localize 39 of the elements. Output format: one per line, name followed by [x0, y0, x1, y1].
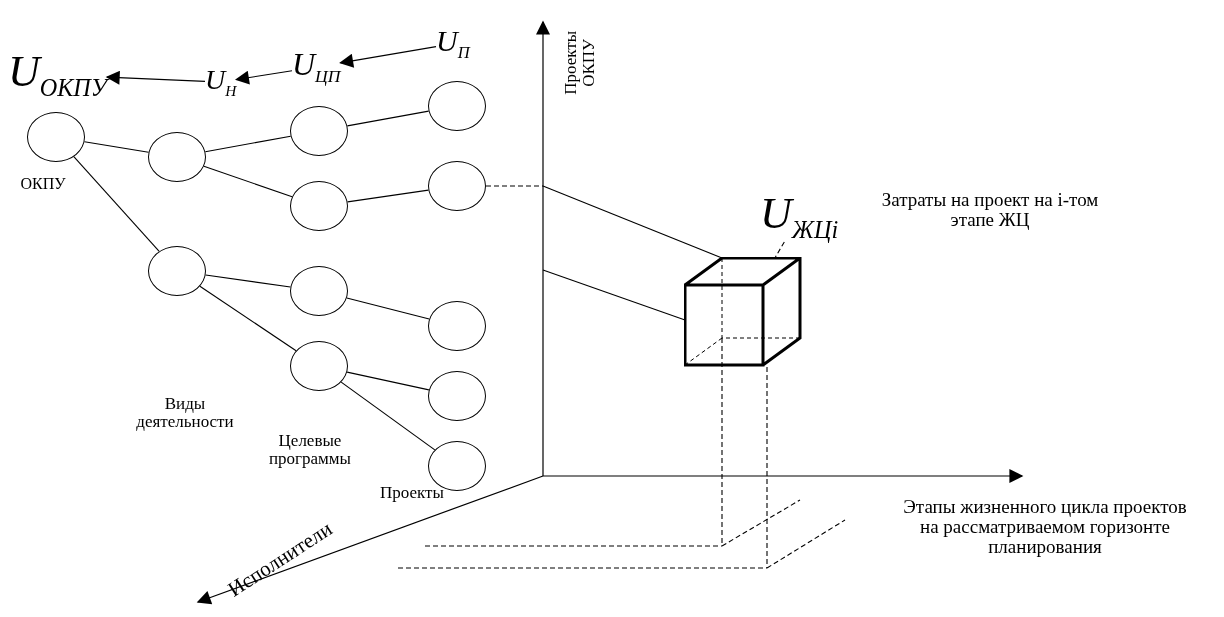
variable-label: U$_{Н}$ [205, 66, 237, 98]
tree-circle [428, 301, 486, 351]
tree-circle [290, 106, 348, 156]
axis-label: ОКПУ [19, 176, 67, 193]
annotation-text: Затраты на проект на i-том этапе ЖЦ [880, 190, 1100, 230]
connector-line [347, 189, 429, 203]
axis-label: Этапы жизненного цикла проектов на рассматриваемом горизонте планирования [902, 497, 1188, 557]
connector-line [340, 381, 436, 451]
tree-circle [148, 132, 206, 182]
tree-circle [290, 266, 348, 316]
connector-line [83, 141, 150, 153]
tree-circle [148, 246, 206, 296]
tree-circle [290, 181, 348, 231]
tree-circle [428, 161, 486, 211]
connector-line [346, 297, 430, 320]
connector-line [346, 110, 430, 127]
variable-label: U$_{ОКПУ}$ [8, 50, 108, 100]
connector-line [73, 156, 160, 252]
arrow [105, 70, 206, 85]
arrow [339, 46, 437, 68]
axis-label: Целевые программы [267, 432, 353, 468]
dashed-connector [774, 241, 785, 258]
connector-line [346, 371, 430, 391]
connector-line [203, 165, 293, 198]
connector-line [204, 135, 292, 153]
axis-label: Проекты ОКПУ [562, 29, 598, 97]
tree-circle [27, 112, 85, 162]
dashed-connector [485, 185, 544, 187]
tree-circle [290, 341, 348, 391]
connector-line [199, 285, 297, 352]
cube-drawing [684, 257, 802, 367]
variable-label: U$_{ЦП}$ [292, 48, 341, 86]
connector-line [205, 274, 291, 288]
axis-label: Виды деятельности [135, 395, 235, 431]
tree-circle [428, 81, 486, 131]
arrow [235, 70, 293, 85]
tree-circle [428, 371, 486, 421]
axis-label: Проекты [379, 484, 445, 502]
variable-label: U$_{П}$ [436, 26, 470, 62]
